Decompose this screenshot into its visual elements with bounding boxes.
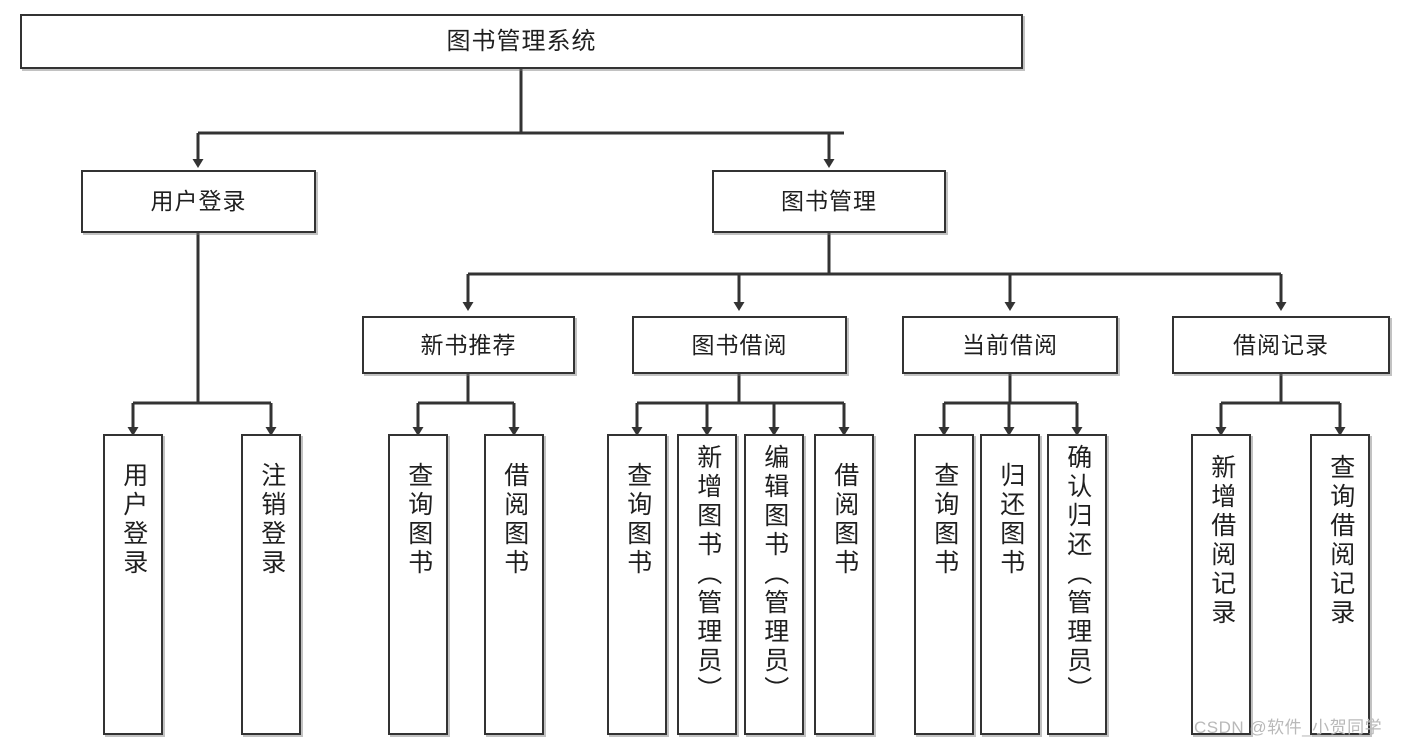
leaf-return-book[interactable]: 归还图书	[980, 434, 1040, 735]
node-label: 新书推荐	[420, 331, 517, 358]
leaf-query-book-3[interactable]: 查询图书	[914, 434, 974, 735]
node-label: 图书管理系统	[446, 27, 597, 55]
node-label: 归还图书	[996, 462, 1025, 578]
node-borrow-record[interactable]: 借阅记录	[1172, 316, 1390, 374]
node-current-borrow[interactable]: 当前借阅	[902, 316, 1118, 374]
leaf-borrow-book-1[interactable]: 借阅图书	[484, 434, 544, 735]
node-label: 借阅图书	[500, 462, 529, 578]
leaf-edit-book[interactable]: 编辑图书（管理员）	[744, 434, 804, 735]
leaf-query-book-2[interactable]: 查询图书	[607, 434, 667, 735]
node-label: 注销登录	[257, 462, 286, 578]
leaf-query-book-1[interactable]: 查询图书	[388, 434, 448, 735]
node-label: 借阅记录	[1233, 331, 1329, 358]
leaf-confirm-return[interactable]: 确认归还（管理员）	[1047, 434, 1107, 735]
leaf-add-book[interactable]: 新增图书（管理员）	[677, 434, 737, 735]
node-root-system[interactable]: 图书管理系统	[20, 14, 1023, 69]
node-user-login[interactable]: 用户登录	[81, 170, 316, 233]
leaf-borrow-book-2[interactable]: 借阅图书	[814, 434, 874, 735]
node-label: 当前借阅	[962, 331, 1058, 358]
node-label: 用户登录	[150, 188, 247, 215]
leaf-logout[interactable]: 注销登录	[241, 434, 301, 735]
node-label: 编辑图书（管理员）	[760, 444, 789, 705]
node-book-management[interactable]: 图书管理	[712, 170, 946, 233]
node-label: 新增借阅记录	[1207, 454, 1236, 628]
node-new-book-recommend[interactable]: 新书推荐	[362, 316, 575, 374]
leaf-user-login[interactable]: 用户登录	[103, 434, 163, 735]
leaf-query-record[interactable]: 查询借阅记录	[1310, 434, 1370, 735]
node-label: 查询图书	[930, 462, 959, 578]
csdn-watermark: CSDN @软件_小贺同学	[1194, 718, 1383, 737]
node-label: 查询图书	[404, 462, 433, 578]
node-label: 借阅图书	[830, 462, 859, 578]
node-label: 图书借阅	[691, 331, 788, 358]
leaf-add-record[interactable]: 新增借阅记录	[1191, 434, 1251, 735]
node-label: 确认归还（管理员）	[1063, 444, 1092, 705]
node-book-borrow[interactable]: 图书借阅	[632, 316, 847, 374]
node-label: 新增图书（管理员）	[693, 444, 722, 705]
node-label: 查询图书	[623, 462, 652, 578]
node-label: 图书管理	[781, 188, 877, 215]
node-label: 查询借阅记录	[1326, 454, 1355, 628]
node-label: 用户登录	[119, 462, 148, 578]
